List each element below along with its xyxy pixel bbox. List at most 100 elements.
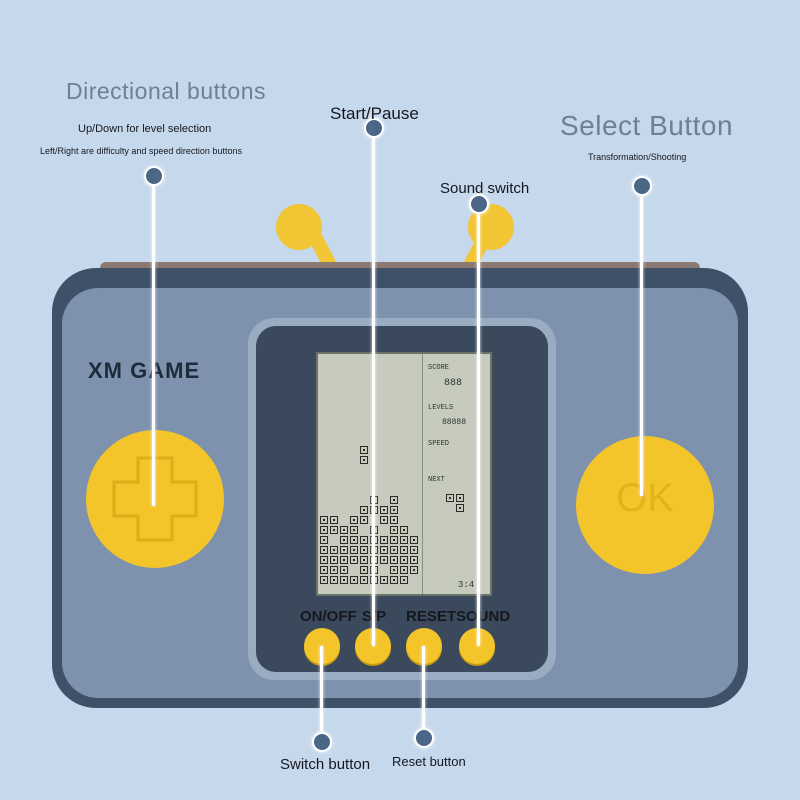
lcd-block	[350, 516, 358, 524]
select-callout-dot	[632, 176, 652, 196]
dpad-cross-icon	[112, 456, 198, 542]
lcd-block	[390, 546, 398, 554]
sound-callout-line	[477, 206, 480, 646]
lcd-block	[360, 556, 368, 564]
lcd-clock: 3:4	[458, 580, 475, 590]
lcd-block	[360, 446, 368, 454]
sound-callout-dot	[469, 194, 489, 214]
left-antenna-ball	[276, 204, 322, 250]
lcd-block	[330, 576, 338, 584]
lcd-block	[350, 526, 358, 534]
lcd-block	[330, 566, 338, 574]
lcd-block	[320, 566, 328, 574]
lcd-next-label: NEXT	[428, 476, 445, 484]
select-callout-line	[640, 186, 643, 496]
lcd-block	[380, 546, 388, 554]
lcd-block	[390, 506, 398, 514]
lcd-block	[400, 556, 408, 564]
lcd-block	[320, 526, 328, 534]
lcd-block	[360, 456, 368, 464]
directional-callout-dot	[144, 166, 164, 186]
select-callout-title: Select Button	[560, 110, 734, 141]
lcd-block	[390, 566, 398, 574]
lcd-block	[340, 546, 348, 554]
sound-callout-title: Sound switch	[440, 180, 530, 197]
lcd-block	[390, 516, 398, 524]
directional-callout-line2: Left/Right are difficulty and speed dire…	[40, 146, 242, 156]
lcd-block	[410, 556, 418, 564]
lcd-next-block	[456, 494, 464, 502]
lcd-block	[340, 566, 348, 574]
lcd-block	[360, 576, 368, 584]
lcd-block	[320, 516, 328, 524]
lcd-block	[400, 536, 408, 544]
lcd-block	[400, 526, 408, 534]
start-pause-callout-title: Start/Pause	[330, 104, 419, 123]
lcd-block	[330, 556, 338, 564]
lcd-block	[410, 546, 418, 554]
lcd-block	[410, 566, 418, 574]
start-pause-callout-line	[372, 128, 375, 646]
lcd-block	[360, 516, 368, 524]
switch-callout-line	[320, 646, 323, 742]
onoff-label: ON/OFF	[300, 608, 357, 625]
lcd-block	[390, 576, 398, 584]
sound-label: SOUND	[456, 608, 511, 625]
lcd-block	[380, 576, 388, 584]
lcd-block	[340, 556, 348, 564]
select-callout-line1: Transformation/Shooting	[588, 152, 687, 162]
lcd-block	[340, 536, 348, 544]
lcd-block	[400, 546, 408, 554]
lcd-block	[330, 546, 338, 554]
lcd-playfield-divider	[422, 354, 423, 594]
lcd-score-label: SCORE	[428, 364, 450, 372]
lcd-next-block	[456, 504, 464, 512]
lcd-block	[380, 516, 388, 524]
lcd-block	[380, 506, 388, 514]
switch-callout-dot	[312, 732, 332, 752]
reset-callout-line	[422, 646, 425, 736]
lcd-levels-value: 88888	[442, 418, 467, 427]
lcd-block	[350, 536, 358, 544]
select-ok-button[interactable]	[576, 436, 714, 574]
lcd-speed-label: SPEED	[428, 440, 450, 448]
lcd-block	[390, 556, 398, 564]
lcd-block	[380, 556, 388, 564]
brand-logo: XM GAME	[88, 358, 201, 383]
lcd-block	[340, 576, 348, 584]
start-pause-callout-dot	[364, 118, 384, 138]
lcd-block	[400, 566, 408, 574]
lcd-levels-label: LEVELS	[428, 404, 454, 412]
lcd-next-block	[446, 494, 454, 502]
lcd-block	[330, 526, 338, 534]
lcd-block	[410, 536, 418, 544]
lcd-block	[380, 536, 388, 544]
directional-pad[interactable]	[86, 430, 224, 568]
lcd-block	[360, 566, 368, 574]
lcd-block	[360, 536, 368, 544]
lcd-screen: SCORE 888 LEVELS 88888 SPEED NEXT 3:4	[316, 352, 492, 596]
lcd-block	[390, 526, 398, 534]
lcd-block	[400, 576, 408, 584]
lcd-block	[340, 526, 348, 534]
lcd-block	[390, 496, 398, 504]
lcd-block	[390, 536, 398, 544]
lcd-block	[330, 516, 338, 524]
lcd-score-value: 888	[444, 378, 463, 389]
lcd-block	[360, 546, 368, 554]
reset-callout-title: Reset button	[392, 754, 466, 769]
lcd-block	[320, 576, 328, 584]
reset-label: RESET	[406, 608, 457, 625]
lcd-block	[320, 556, 328, 564]
directional-callout-title: Directional buttons	[66, 78, 266, 104]
lcd-block	[320, 546, 328, 554]
lcd-block	[360, 506, 368, 514]
lcd-block	[350, 556, 358, 564]
lcd-block	[350, 576, 358, 584]
directional-callout-line	[152, 176, 155, 506]
switch-callout-title: Switch button	[280, 756, 371, 773]
lcd-block	[350, 546, 358, 554]
ok-label: OK	[616, 476, 674, 520]
directional-callout-line1: Up/Down for level selection	[78, 123, 212, 135]
lcd-block	[320, 536, 328, 544]
